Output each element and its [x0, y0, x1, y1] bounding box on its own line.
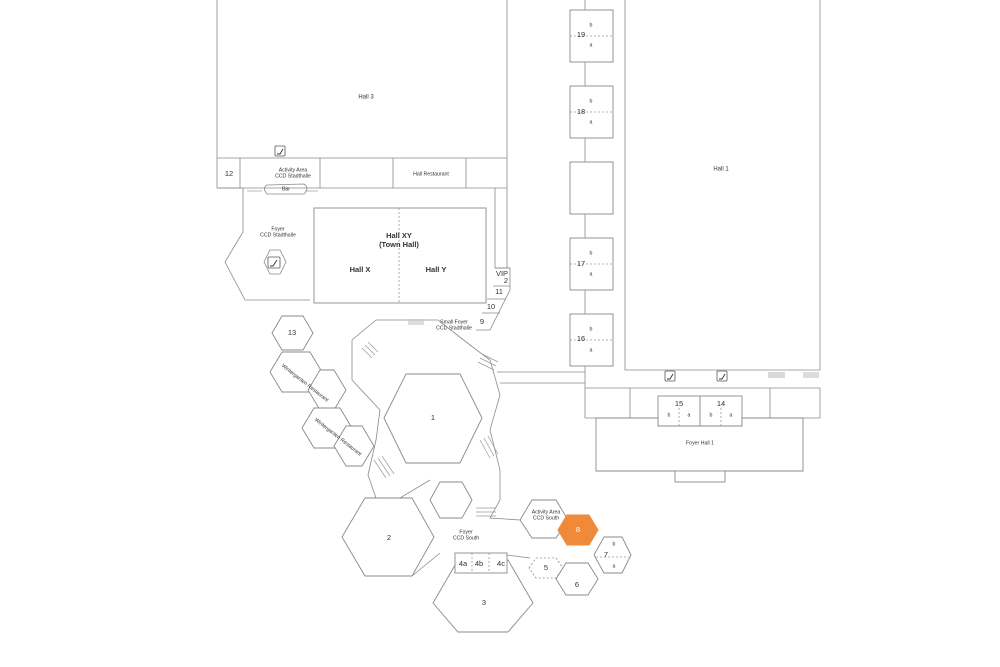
hall-3-area[interactable]: Hall 3	[216, 0, 508, 195]
room-19[interactable]: 19 b a	[569, 9, 614, 63]
room-12-label[interactable]: 12	[225, 169, 233, 178]
room-1[interactable]: 1	[383, 373, 483, 464]
hall-restaurant-label[interactable]: Hall Restaurant	[413, 171, 449, 177]
room-14-label: 14	[717, 399, 725, 408]
room-14a-label: a	[730, 412, 733, 418]
hall-3-label: Hall 3	[358, 95, 374, 101]
room-8-highlighted[interactable]: 8	[557, 514, 599, 546]
hall-xy-area[interactable]: Hall XY (Town Hall) Hall X Hall Y	[313, 207, 487, 304]
room-4c-label: 4c	[497, 559, 505, 568]
stairs	[361, 319, 499, 517]
room-17[interactable]: 17 b a	[569, 237, 614, 291]
room-6[interactable]: 6	[555, 562, 599, 596]
room-18a-label: a	[590, 119, 593, 125]
foyer-hall-1-label: Foyer Hall 1	[686, 440, 714, 446]
hall-1-area[interactable]: Hall 1	[584, 0, 821, 418]
activity-area-stadthalle-sublabel: CCD Stadthalle	[275, 173, 311, 179]
room-18-label: 18	[577, 107, 585, 116]
room-2[interactable]: 2	[341, 497, 435, 577]
room-2-label: 2	[387, 533, 391, 542]
rooms-4[interactable]: 4a 4b 4c	[454, 552, 508, 574]
activity-area-south[interactable]: Activity Area CCD South	[519, 499, 569, 539]
escalator-icon	[274, 145, 286, 157]
room-15-label: 15	[675, 399, 683, 408]
wintergarden-restaurant-1[interactable]: Wintergarden Restaurant	[269, 351, 347, 411]
hall-x-label: Hall X	[350, 265, 371, 274]
room-2-small-label[interactable]: 2	[504, 276, 508, 285]
room-7[interactable]: 7 b a	[593, 536, 632, 574]
room-17-label: 17	[577, 259, 585, 268]
bar-label: Bar	[282, 186, 290, 192]
room-18[interactable]: 18 b a	[569, 85, 614, 139]
foyer-stadthalle-sublabel: CCD Stadthalle	[260, 232, 296, 238]
room-16[interactable]: 16 b a	[569, 313, 614, 367]
room-4a-label: 4a	[459, 559, 468, 568]
escalator-icon	[664, 370, 676, 382]
town-hall-label: (Town Hall)	[379, 240, 419, 249]
small-foyer-sublabel: CCD Stadthalle	[436, 325, 472, 331]
room-7a-label: a	[613, 563, 616, 569]
room-16-label: 16	[577, 334, 585, 343]
service-room	[569, 161, 614, 215]
room-11-label[interactable]: 11	[495, 287, 503, 296]
foyer-south-pillar	[429, 481, 473, 519]
hall-y-label: Hall Y	[426, 265, 447, 274]
foyer-south-label: Foyer	[459, 529, 473, 535]
room-17a-label: a	[590, 271, 593, 277]
room-1-label: 1	[431, 413, 435, 422]
room-19a-label: a	[590, 42, 593, 48]
room-14b-label: b	[710, 412, 713, 418]
room-6-label: 6	[575, 580, 579, 589]
foyer-south-sublabel: CCD South	[453, 535, 479, 541]
escalator-icon	[263, 249, 287, 275]
room-14[interactable]: 14 b a	[699, 395, 743, 427]
room-17b-label: b	[590, 250, 593, 256]
room-15b-label: b	[668, 412, 671, 418]
room-16b-label: b	[590, 326, 593, 332]
foyer-hall-1[interactable]: Foyer Hall 1	[595, 417, 804, 483]
activity-area-stadthalle-label: Activity Area	[279, 167, 308, 173]
room-16a-label: a	[590, 347, 593, 353]
room-5[interactable]: 5	[528, 557, 564, 579]
room-4b-label: 4b	[475, 559, 483, 568]
room-9-label[interactable]: 9	[480, 317, 484, 326]
room-19b-label: b	[590, 22, 593, 28]
room-10-label[interactable]: 10	[487, 302, 495, 311]
activity-area-south-label: Activity Area	[532, 509, 561, 515]
room-8-label: 8	[576, 525, 580, 534]
escalator-icon	[716, 370, 728, 382]
vip-label[interactable]: VIP	[496, 269, 508, 278]
room-13[interactable]: 13	[271, 315, 314, 351]
room-15[interactable]: 15 b a	[657, 395, 701, 427]
room-15a-label: a	[688, 412, 691, 418]
room-19-label: 19	[577, 30, 585, 39]
hall-xy-label: Hall XY	[386, 231, 412, 240]
room-7b-label: b	[613, 541, 616, 547]
room-18b-label: b	[590, 98, 593, 104]
room-13-label: 13	[288, 328, 296, 337]
hall-1-label: Hall 1	[713, 167, 729, 173]
stairs	[768, 372, 819, 378]
room-3-label: 3	[482, 598, 486, 607]
foyer-stadthalle-label: Foyer	[271, 226, 285, 232]
small-foyer-label: Small Foyer	[440, 319, 468, 325]
activity-area-south-sublabel: CCD South	[533, 515, 559, 521]
wintergarden-restaurant-2[interactable]: Wintergarden Restaurant	[301, 407, 375, 467]
room-7-label: 7	[604, 550, 608, 559]
room-5-label: 5	[544, 563, 548, 572]
bar-area[interactable]: Bar	[264, 183, 308, 195]
